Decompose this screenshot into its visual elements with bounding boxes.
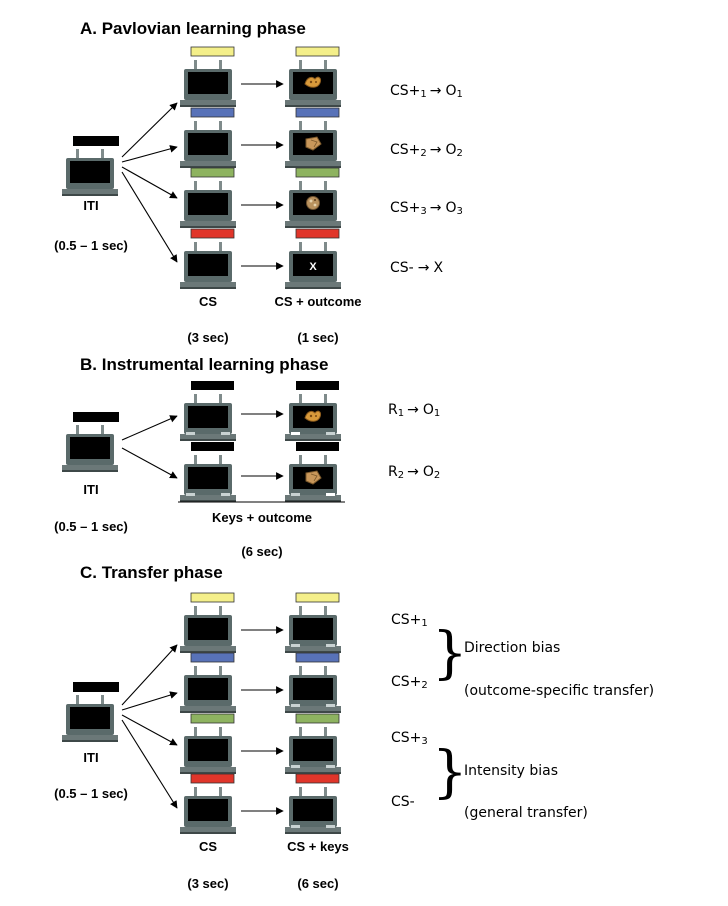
outcome-time-a: (1 sec) xyxy=(297,330,338,345)
cs-machine-c-1 xyxy=(180,592,236,653)
keys-machine-c-3 xyxy=(285,713,341,774)
iti-label-c: ITI xyxy=(83,750,98,765)
rule-a-3: CS+3→O3 xyxy=(390,200,463,217)
iti-time-a: (0.5 – 1 sec) xyxy=(54,238,128,253)
cookie-o1-icon-b xyxy=(304,410,322,422)
cookie-o3-icon xyxy=(306,196,320,210)
rule-a-2: CS+2→O2 xyxy=(390,142,463,159)
cs-machine-c-4 xyxy=(180,773,236,834)
cookie-o1-icon xyxy=(304,76,322,88)
arrow-c-3 xyxy=(121,714,178,746)
iti-machine-a xyxy=(62,136,119,196)
brace-intensity-icon: } xyxy=(432,740,468,805)
cs-label-c: CS xyxy=(199,839,217,854)
title-transfer: C. Transfer phase xyxy=(80,563,223,582)
arrow-a-3 xyxy=(121,166,178,199)
outcome-label-a: CS + outcome xyxy=(274,294,361,309)
rule-a-1: CS+1→O1 xyxy=(390,83,463,100)
iti-time-b: (0.5 – 1 sec) xyxy=(54,519,128,534)
keys-label-c: CS + keys xyxy=(287,839,349,854)
outcome-machine-a-2 xyxy=(285,107,341,168)
keys-machine-c-2 xyxy=(285,652,341,713)
arrow-a-4 xyxy=(121,171,178,263)
iti-machine-c xyxy=(62,682,119,742)
cs-time-a: (3 sec) xyxy=(187,330,228,345)
outcome-machine-a-3 xyxy=(285,167,341,228)
keys-machine-c-1 xyxy=(285,592,341,653)
keys-outcome-b-2 xyxy=(285,442,341,502)
brace-direction-icon: } xyxy=(432,621,468,686)
keys-machine-b-1 xyxy=(180,381,236,441)
keys-machine-b-2 xyxy=(180,442,236,502)
intensity-note: (general transfer) xyxy=(464,805,588,821)
iti-label-b: ITI xyxy=(83,482,98,497)
rule-b-2: R2→O2 xyxy=(388,464,440,481)
arrow-a-2 xyxy=(121,145,178,163)
keys-machine-c-4 xyxy=(285,773,341,834)
cs-machine-c-3 xyxy=(180,713,236,774)
title-instrumental: B. Instrumental learning phase xyxy=(80,355,328,374)
cs-machine-c-2 xyxy=(180,652,236,713)
keys-label-b: Keys + outcome xyxy=(212,510,312,525)
arrow-b-1 xyxy=(121,415,178,441)
keys-time-b: (6 sec) xyxy=(241,544,282,559)
cs-machine-a-1 xyxy=(180,46,236,107)
label-c-3: CS+3 xyxy=(391,730,428,747)
label-c-4: CS- xyxy=(391,794,415,810)
arrow-c-4 xyxy=(121,719,178,809)
iti-time-c: (0.5 – 1 sec) xyxy=(54,786,128,801)
outcome-machine-a-1 xyxy=(285,46,341,107)
arrow-c-1 xyxy=(121,644,178,706)
arrow-b-2 xyxy=(121,447,178,479)
rule-a-4: CS-→X xyxy=(390,260,443,276)
cs-machine-a-3 xyxy=(180,167,236,228)
cs-machine-a-4 xyxy=(180,228,236,289)
intensity-bias: Intensity bias xyxy=(464,763,558,779)
direction-bias: Direction bias xyxy=(464,640,560,656)
cs-label-a: CS xyxy=(199,294,217,309)
rule-b-1: R1→O1 xyxy=(388,402,440,419)
iti-label-a: ITI xyxy=(83,198,98,213)
cs-machine-a-2 xyxy=(180,107,236,168)
arrow-c-2 xyxy=(121,691,178,711)
iti-machine-b xyxy=(62,412,119,472)
label-c-1: CS+1 xyxy=(391,612,428,629)
title-pavlovian: A. Pavlovian learning phase xyxy=(80,19,306,38)
x-mark: X xyxy=(309,261,317,273)
cs-time-c: (3 sec) xyxy=(187,876,228,891)
arrow-a-1 xyxy=(121,102,178,158)
outcome-machine-a-4: X xyxy=(285,228,341,289)
direction-note: (outcome-specific transfer) xyxy=(464,683,654,699)
keys-time-c: (6 sec) xyxy=(297,876,338,891)
label-c-2: CS+2 xyxy=(391,674,428,691)
keys-outcome-b-1 xyxy=(285,381,341,441)
